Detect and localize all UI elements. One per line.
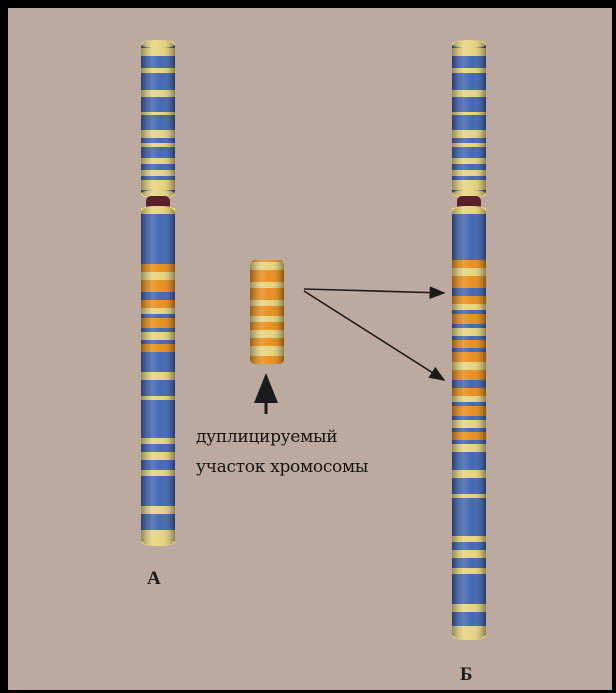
- segment-shading: [250, 260, 284, 364]
- diagram-background: [8, 8, 612, 690]
- chrom-a-short-arm-shading: [141, 40, 175, 198]
- chromosome-a: [141, 40, 175, 546]
- chrom-b-short-arm-shading: [452, 40, 486, 198]
- label-a: А: [147, 568, 161, 590]
- duplicated-segment: [250, 260, 284, 364]
- chromosome-b: [452, 40, 486, 640]
- caption-line-2: участок хромосомы: [196, 452, 456, 482]
- chrom-b-long-arm-shading: [452, 206, 486, 640]
- caption: дуплицируемый участок хромосомы: [196, 422, 456, 482]
- chrom-a-long-arm-shading: [141, 206, 175, 546]
- caption-line-1: дуплицируемый: [196, 422, 456, 452]
- label-b: Б: [460, 664, 473, 686]
